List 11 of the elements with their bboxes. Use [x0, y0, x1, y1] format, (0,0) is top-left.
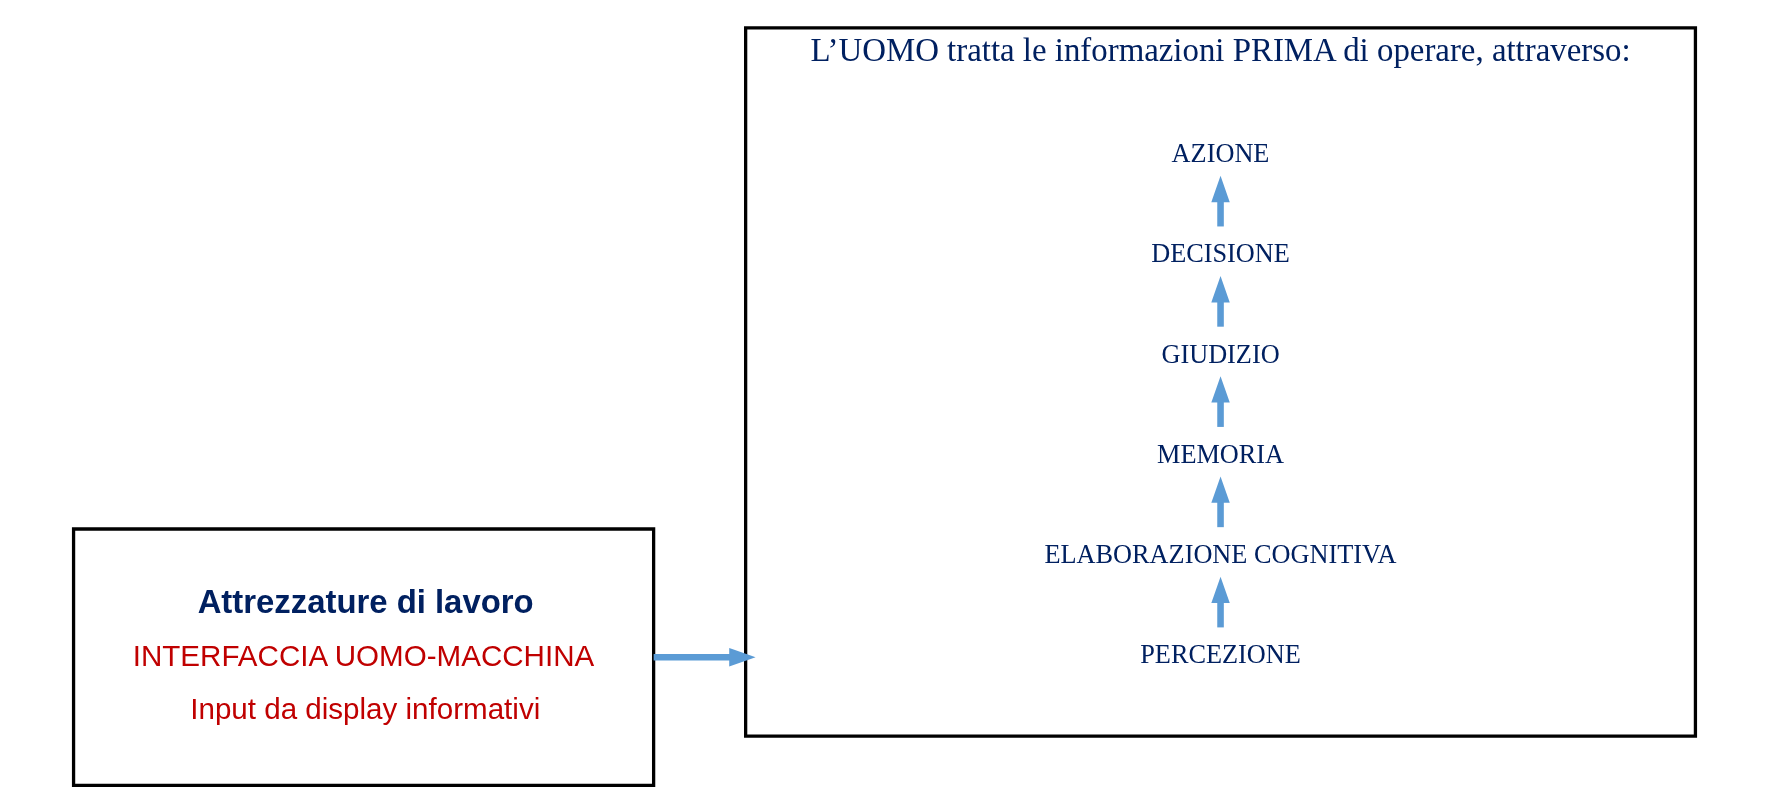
node-text: DECISIONE: [1150, 239, 1290, 269]
arrow: [1210, 276, 1230, 327]
node-text: AZIONE: [1171, 139, 1269, 169]
node-text: PERCEZIONE: [1139, 640, 1301, 670]
arrow: [1210, 175, 1230, 227]
node-text: ELABORAZIONE COGNITIVA: [1043, 540, 1397, 570]
arrow: [1210, 476, 1230, 528]
node-box: Attrezzature di lavoro INTERFACCIA UOMO-MACCHINA Input da display informativi: [71, 527, 655, 787]
node-text: GIUDIZIO: [1160, 339, 1280, 369]
arrow: [1210, 576, 1230, 628]
node-text: MEMORIA: [1156, 439, 1284, 469]
